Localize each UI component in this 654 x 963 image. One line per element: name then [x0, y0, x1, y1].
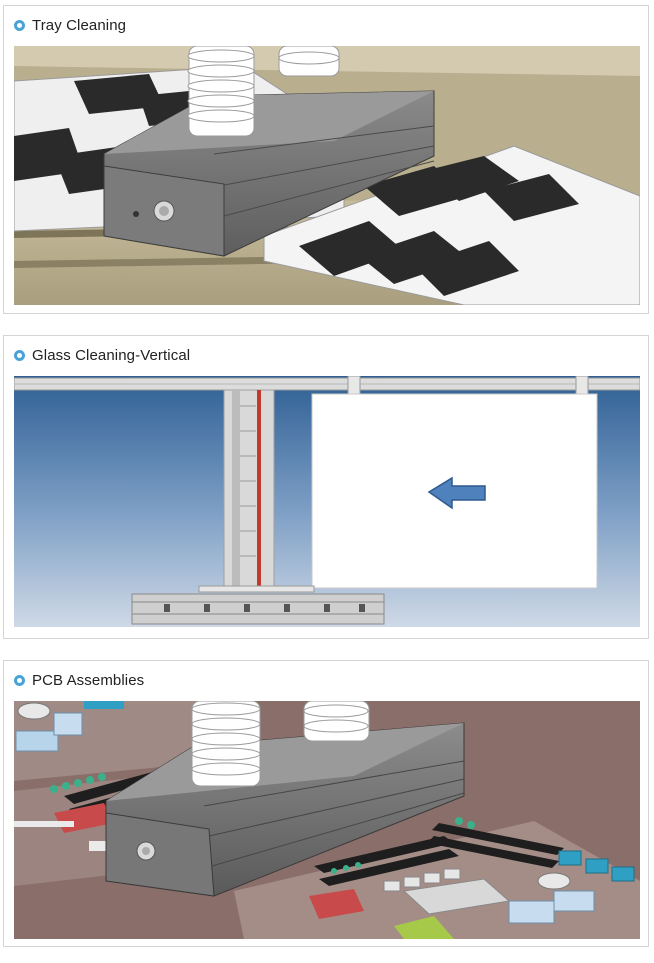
circle-bullet-icon — [14, 674, 25, 686]
panel-tray-cleaning: Tray Cleaning — [3, 5, 649, 314]
panel-header: PCB Assemblies — [14, 671, 144, 689]
glass-cleaning-image — [14, 376, 640, 627]
tray-cleaning-image — [14, 46, 640, 305]
left-arrow-icon — [427, 476, 486, 510]
panel-header: Glass Cleaning-Vertical — [14, 346, 190, 364]
circle-bullet-icon — [14, 19, 25, 31]
panel-glass-cleaning-vertical: Glass Cleaning-Vertical — [3, 335, 649, 639]
pcb-assemblies-image — [14, 701, 640, 939]
panel-title: PCB Assemblies — [32, 671, 145, 689]
circle-bullet-icon — [14, 349, 25, 361]
panel-title: Glass Cleaning-Vertical — [32, 346, 191, 364]
panel-title: Tray Cleaning — [32, 16, 127, 34]
panel-pcb-assemblies: PCB Assemblies — [3, 660, 649, 947]
panel-header: Tray Cleaning — [14, 16, 126, 34]
